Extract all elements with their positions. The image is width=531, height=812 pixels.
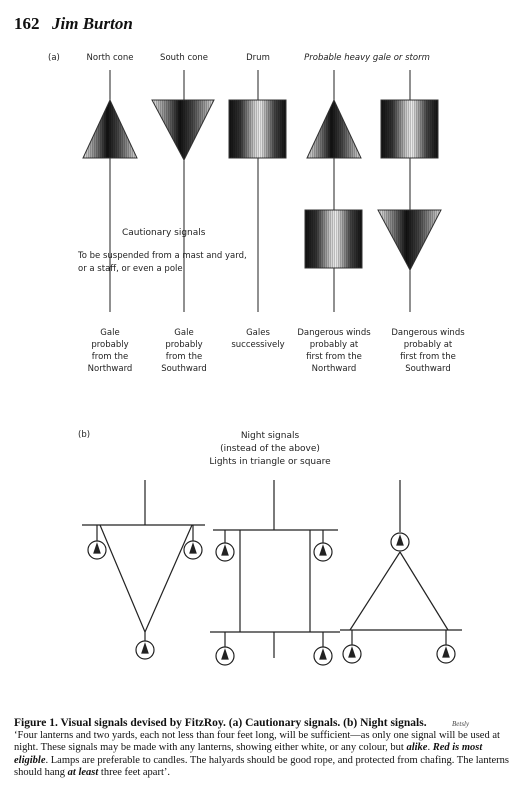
lantern-icon: [390, 532, 410, 552]
caption-emphasis: Red is most eligible: [14, 742, 483, 766]
page-number: 162: [14, 14, 40, 33]
caption-text: . Lamps are preferable to candles. The h…: [14, 754, 509, 779]
lantern-icon: [215, 530, 235, 562]
lantern-icon: [135, 632, 155, 660]
night-signal-triangle-down: [82, 480, 205, 660]
caption-text: three feet apart’.: [98, 767, 170, 778]
signal-name-south-cone: South cone: [160, 53, 208, 63]
lantern-icon: [183, 525, 203, 560]
night-signal-triangle-up: [340, 480, 462, 664]
caption-body: ‘Four lanterns and two yards, each not l…: [14, 730, 519, 780]
part-a-label: (a): [48, 53, 60, 63]
lantern-icon: [313, 530, 333, 562]
figure-caption: Figure 1. Visual signals devised by Fitz…: [14, 717, 519, 780]
lantern-icon: [87, 525, 107, 560]
cautionary-description: To be suspended from a mast and yard, or…: [78, 251, 247, 274]
running-head-author: Jim Burton: [52, 14, 133, 33]
signal-name-drum: Drum: [246, 53, 270, 63]
lantern-icon: [313, 632, 333, 666]
cautionary-title: Cautionary signals: [122, 228, 206, 238]
lantern-icon: [215, 632, 235, 666]
south-cone-signal: [151, 70, 215, 312]
signal-name-heavy-gale: Probable heavy gale or storm: [304, 53, 430, 63]
caption-title: Figure 1. Visual signals devised by Fitz…: [14, 717, 427, 729]
caption-emphasis: alike: [406, 742, 428, 753]
heavy-gale-south-signal: [377, 70, 442, 312]
north-cone-signal: [82, 70, 138, 312]
night-signal-square: [210, 480, 340, 666]
watermark: Betsly: [452, 720, 470, 728]
caption-text: ‘Four lanterns and two yards, each not l…: [14, 729, 500, 754]
caption-text: .: [427, 742, 433, 753]
drum-signal: [228, 70, 287, 312]
lantern-icon: [436, 630, 456, 664]
lantern-icon: [342, 630, 362, 664]
signal-name-north-cone: North cone: [86, 53, 134, 63]
heavy-gale-north-signal: [304, 70, 363, 312]
part-b-label: (b): [78, 430, 91, 440]
caption-emphasis: at least: [67, 767, 99, 778]
night-signals-title: Night signals(instead of the above)Light…: [209, 431, 331, 467]
